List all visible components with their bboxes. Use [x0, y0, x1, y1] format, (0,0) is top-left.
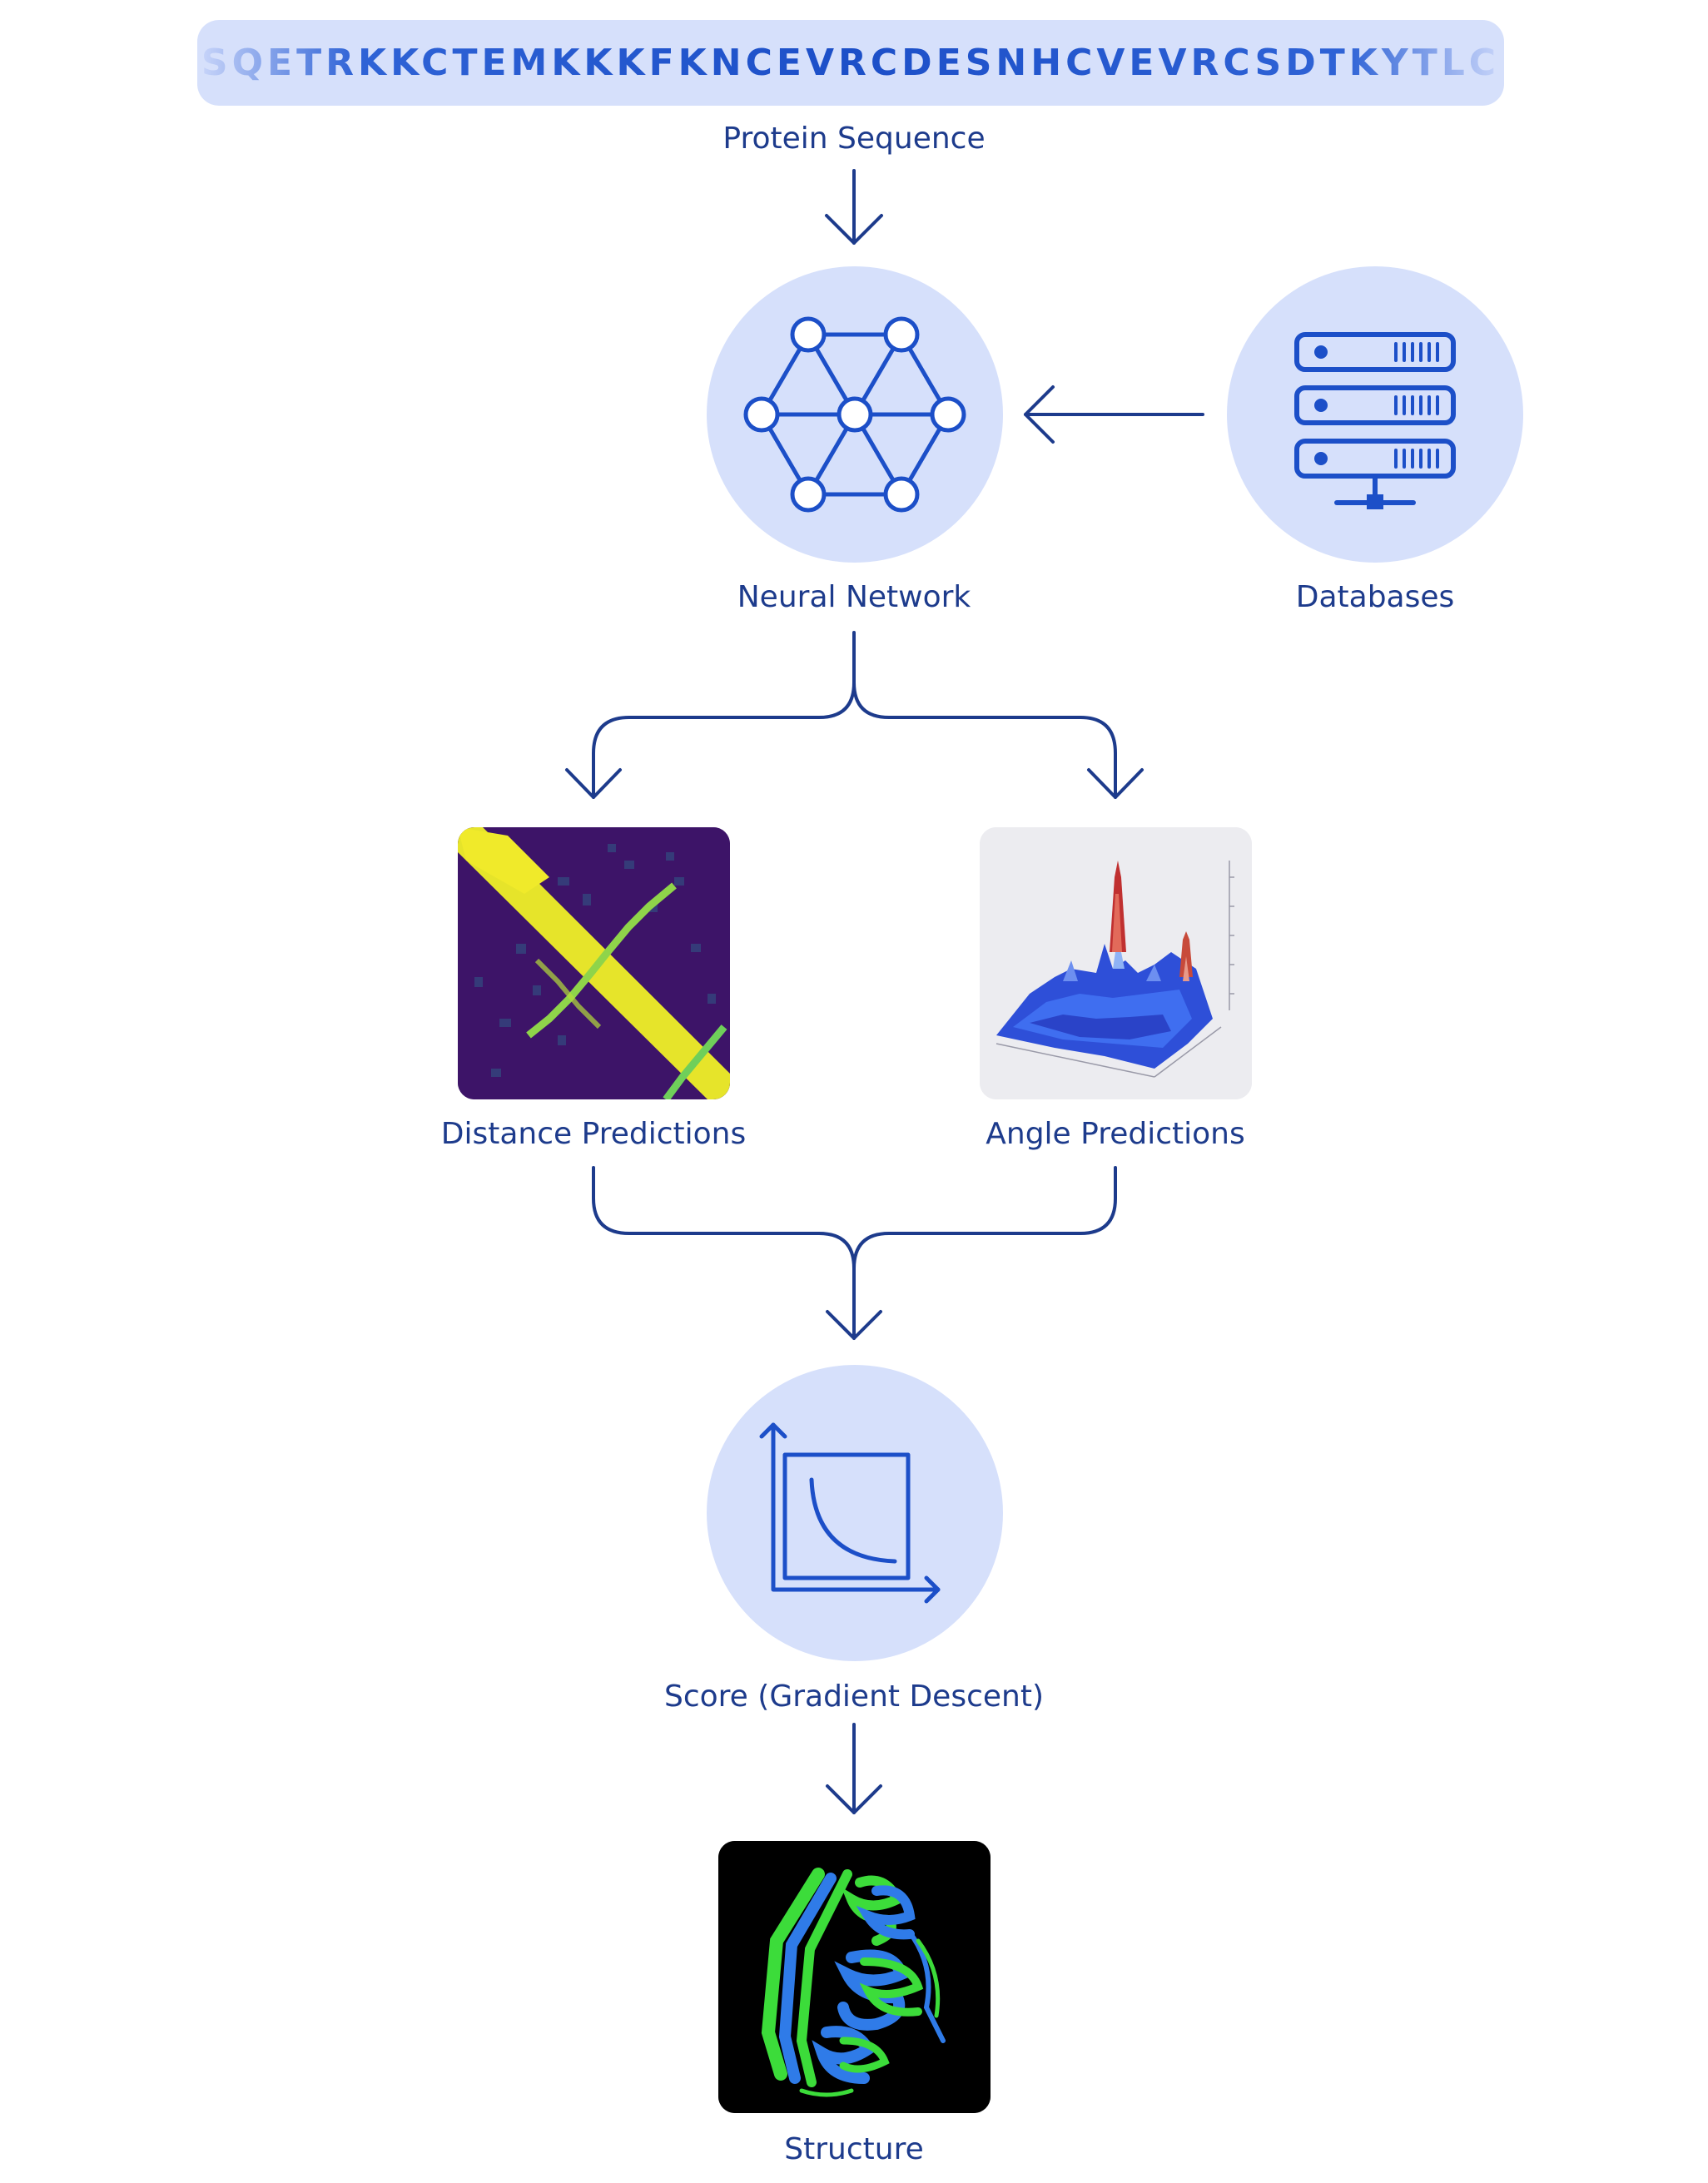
arrow-databases-to-network	[1024, 385, 1204, 444]
angle-surface-image	[980, 827, 1252, 1099]
neural-network-icon	[743, 316, 966, 513]
branch-network-to-predictions	[565, 631, 1144, 799]
protein-sequence-bar: SQETRKKCTEMKKKFKNCEVRCDESNHCVEVRCSDTKYTL…	[197, 20, 1504, 106]
merge-predictions-to-score	[592, 1166, 1117, 1340]
score-label: Score (Gradient Descent)	[664, 1679, 1044, 1714]
protein-sequence-text: SQETRKKCTEMKKKFKNCEVRCDESNHCVEVRCSDTKYTL…	[197, 20, 1504, 106]
structure-image	[718, 1841, 991, 2113]
gradient-descent-icon	[759, 1422, 941, 1604]
distance-map-graphic	[458, 827, 730, 1099]
neural-network-label: Neural Network	[737, 580, 971, 614]
distance-map-image	[458, 827, 730, 1099]
score-node	[707, 1365, 1003, 1661]
protein-sequence-label: Protein Sequence	[722, 122, 986, 156]
distance-predictions-label: Distance Predictions	[440, 1117, 747, 1151]
databases-label: Databases	[1295, 580, 1455, 614]
angle-surface-graphic	[980, 827, 1252, 1099]
neural-network-node	[707, 266, 1003, 563]
structure-label: Structure	[784, 2132, 924, 2166]
protein-structure-graphic	[718, 1841, 991, 2113]
angle-predictions-label: Angle Predictions	[986, 1117, 1245, 1151]
arrow-score-to-structure	[826, 1723, 882, 1814]
databases-node	[1227, 266, 1523, 563]
arrow-sequence-to-network	[825, 169, 883, 245]
server-icon	[1294, 332, 1456, 509]
